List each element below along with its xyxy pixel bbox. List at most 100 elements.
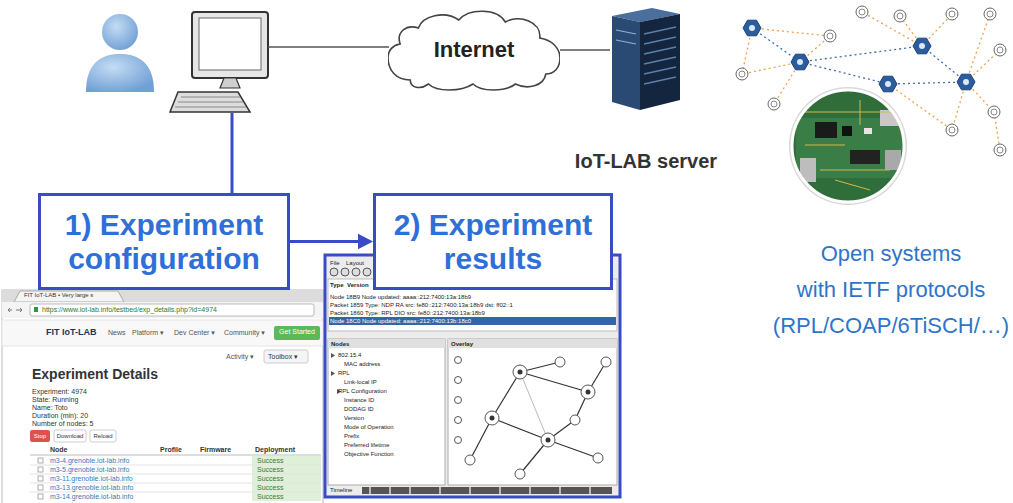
visualizer-screenshot — [513, 365, 527, 379]
sensor-network — [997, 47, 1003, 53]
tree-item: Link-local IP — [344, 378, 377, 387]
sensor-network — [946, 8, 958, 20]
tree-item: Version — [344, 414, 364, 423]
visualizer-screenshot — [455, 377, 462, 384]
sensor-network — [897, 13, 903, 19]
tab-title: FIT IoT-LAB • Very large s — [24, 292, 93, 299]
sensor-network — [736, 68, 748, 80]
url-text: https://www.iot-lab.info/testbed/exp_det… — [42, 306, 217, 314]
browser-screenshot — [30, 465, 321, 492]
sensor-network — [946, 124, 958, 136]
flow-arrow — [290, 234, 373, 250]
computer-icon — [220, 78, 240, 88]
sensor-network — [957, 74, 975, 90]
button-text: Stop — [30, 432, 50, 440]
visualizer-screenshot — [325, 255, 620, 497]
log-line: Packet 1860 Type: RPL DIO src: fe80::212… — [330, 309, 485, 317]
sensor-network — [922, 46, 966, 82]
sensor-board-photo — [790, 88, 908, 206]
table-header: Profile — [160, 446, 182, 454]
table-header: Firmware — [200, 446, 231, 454]
nav-link: Dev Center ▾ — [174, 329, 215, 337]
sensor-network — [742, 12, 1000, 150]
network-link — [560, 50, 610, 51]
visualizer-screenshot — [455, 437, 462, 444]
browser-screenshot — [34, 307, 38, 312]
browser-screenshot — [252, 483, 321, 492]
log-line: Node 18C0 Node updated: aaaa::212:7400:1… — [329, 317, 616, 325]
server-tower — [616, 30, 636, 44]
sensor-network — [827, 33, 833, 39]
nav-link: News — [108, 329, 126, 337]
panel-header: Overlay — [451, 340, 473, 348]
button-text: Reload — [90, 432, 116, 440]
browser-screenshot — [252, 474, 321, 483]
browser-screenshot — [30, 465, 321, 466]
tree-item: Mode of Operation — [344, 423, 394, 432]
tree-item: Instance ID — [344, 396, 374, 405]
visualizer-screenshot — [448, 339, 617, 348]
sensor-network — [800, 46, 922, 62]
computer-icon — [199, 18, 261, 70]
table-cell: Success — [257, 474, 283, 483]
button-text: Download — [54, 432, 86, 440]
sensor-network — [913, 38, 931, 54]
sensor-network — [768, 98, 780, 110]
browser-screenshot — [30, 455, 321, 456]
browser-screenshot — [252, 492, 321, 501]
browser-screenshot — [38, 467, 43, 472]
sensor-board-photo — [800, 100, 900, 190]
timeline-label: Timeline — [330, 486, 352, 495]
tree-item: Prefix — [344, 432, 359, 441]
table-cell: m3-5.grenoble.iot-lab.info — [50, 465, 129, 474]
column-header: Type — [330, 281, 344, 289]
browser-screenshot — [8, 308, 22, 312]
sensor-board-photo — [792, 90, 904, 202]
table-cell: Success — [257, 483, 283, 492]
sensor-network — [736, 6, 1006, 156]
sensor-network — [859, 9, 865, 15]
visualizer-screenshot — [490, 370, 591, 443]
sensor-board-photo — [789, 87, 907, 205]
tree-item: DODAG ID — [344, 405, 374, 414]
visualizer-screenshot — [581, 385, 595, 399]
sensor-network — [879, 76, 897, 92]
arrow-head — [358, 234, 373, 250]
visualizer-screenshot — [455, 397, 462, 404]
table-cell: m3-11.grenoble.iot-lab.info — [50, 474, 133, 483]
menu-item: Layout — [346, 259, 364, 267]
site-logo: FIT IoT-LAB — [46, 327, 97, 338]
visualizer-screenshot — [328, 339, 445, 485]
table-cell: Success — [257, 492, 283, 501]
table-cell: m3-14.grenoble.iot-lab.info — [50, 492, 133, 501]
sensor-network — [988, 106, 1000, 118]
visualizer-screenshot — [586, 390, 591, 395]
sensor-network — [987, 11, 993, 17]
server-tower — [640, 14, 680, 110]
browser-screenshot — [2, 290, 323, 503]
visualizer-screenshot — [485, 411, 499, 425]
menu-item: File — [330, 259, 340, 267]
browser-screenshot — [30, 474, 321, 475]
callout-box: 1) Experiment configuration — [38, 193, 290, 290]
sensor-board-photo — [815, 122, 837, 138]
tree-item: Objective Function — [344, 450, 394, 459]
sensor-network — [739, 71, 745, 77]
sensor-network — [949, 127, 955, 133]
sensor-network — [888, 82, 966, 84]
sensor-network — [949, 11, 955, 17]
sensor-board-photo — [790, 88, 908, 206]
visualizer-screenshot — [352, 268, 360, 276]
browser-screenshot — [38, 458, 43, 499]
sensor-network — [894, 10, 906, 22]
button-text: Get Started — [274, 328, 320, 336]
sensor-network — [752, 28, 800, 62]
user-icon — [102, 14, 138, 50]
server-label: IoT-LAB server — [548, 150, 744, 173]
info-line: Duration (min): 20 — [32, 412, 88, 420]
browser-screenshot — [264, 350, 308, 363]
visualizer-screenshot — [548, 440, 598, 458]
sensor-board-photo — [864, 128, 872, 134]
server-tower — [612, 16, 640, 110]
tree-item: RPL Configuration — [338, 387, 387, 396]
